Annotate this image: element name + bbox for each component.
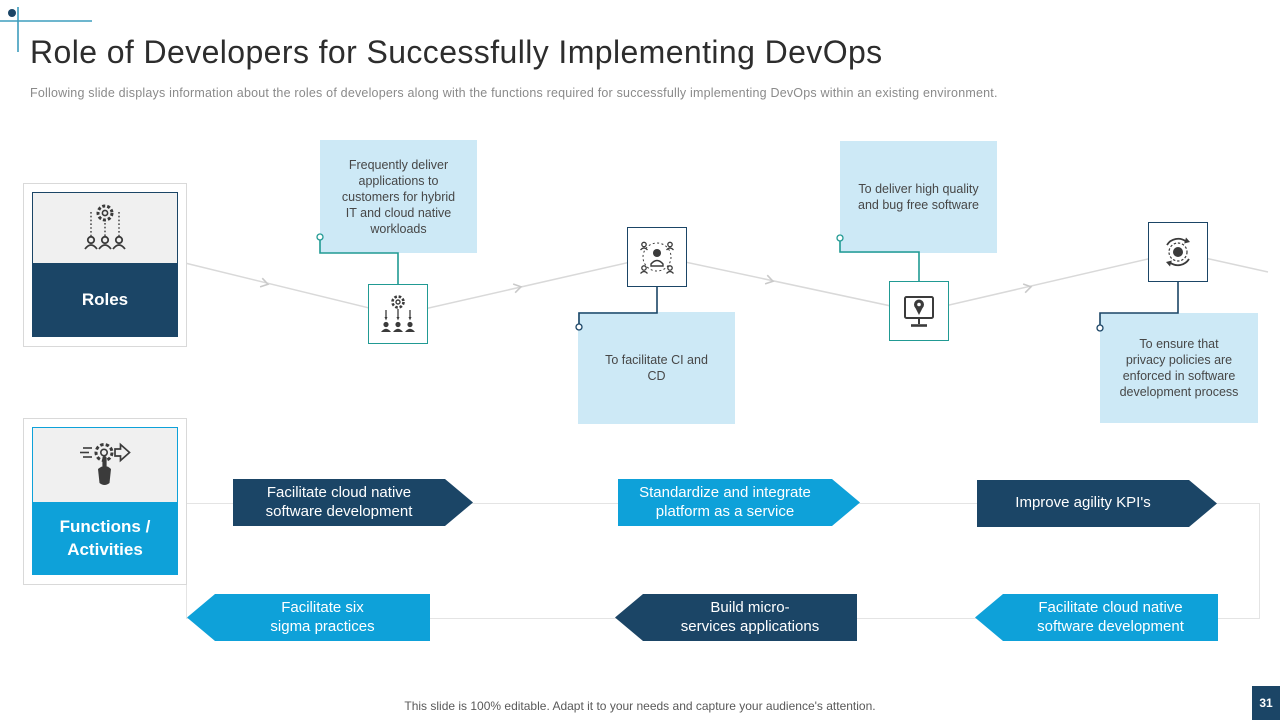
arrow-build-microservices: Build micro- services applications: [615, 594, 857, 641]
team-network-icon: [640, 241, 674, 274]
connector-endpoint-icon: [836, 234, 844, 242]
page-title: Role of Developers for Successfully Impl…: [30, 34, 883, 70]
page-subtitle: Following slide displays information abo…: [30, 86, 998, 100]
process-sync-icon: [1166, 237, 1190, 267]
page-number-badge: 31: [1252, 686, 1280, 720]
delegation-icon: [381, 295, 415, 332]
callout-privacy-policies: To ensure that privacy policies are enfo…: [1100, 313, 1258, 423]
timeline-icon-box: [1148, 222, 1208, 282]
roles-card: Roles: [23, 183, 187, 347]
elbow-connector-teal: [319, 240, 920, 284]
connector-endpoint-icon: [1096, 324, 1104, 332]
arrow-facilitate-cloud-native-top: Facilitate cloud native software develop…: [233, 479, 473, 526]
arrow-improve-agility-kpis: Improve agility KPI's: [977, 480, 1217, 527]
callout-frequently-deliver: Frequently deliver applications to custo…: [320, 140, 477, 253]
timeline-icon-box: [627, 227, 687, 287]
functions-icon-area: [32, 427, 178, 503]
gear-hand-arrow-icon: [80, 442, 131, 485]
arrow-facilitate-six-sigma: Facilitate six sigma practices: [187, 594, 430, 641]
zigzag-line: [184, 251, 1269, 316]
gear-team-icon: [84, 204, 126, 250]
chevron-right-icon: [259, 274, 1033, 294]
timeline-icon-box: [368, 284, 428, 344]
crosshair-decoration-icon: [0, 7, 92, 52]
connector-endpoint-icon: [316, 233, 324, 241]
timeline-icon-box: [889, 281, 949, 341]
connector-endpoint-icon: [575, 323, 583, 331]
roles-icon-area: [32, 192, 178, 264]
arrow-standardize-integrate: Standardize and integrate platform as a …: [618, 479, 860, 526]
functions-card: Functions / Activities: [23, 418, 187, 585]
callout-facilitate-ci-cd: To facilitate CI and CD: [578, 312, 735, 424]
elbow-connector-navy: [578, 282, 1179, 325]
callout-high-quality: To deliver high quality and bug free sof…: [840, 141, 997, 253]
monitor-quality-icon: [904, 296, 934, 327]
roles-label: Roles: [32, 263, 178, 337]
arrow-facilitate-cloud-native-bottom: Facilitate cloud native software develop…: [975, 594, 1218, 641]
functions-label: Functions / Activities: [32, 502, 178, 575]
editable-note: This slide is 100% editable. Adapt it to…: [404, 699, 876, 713]
